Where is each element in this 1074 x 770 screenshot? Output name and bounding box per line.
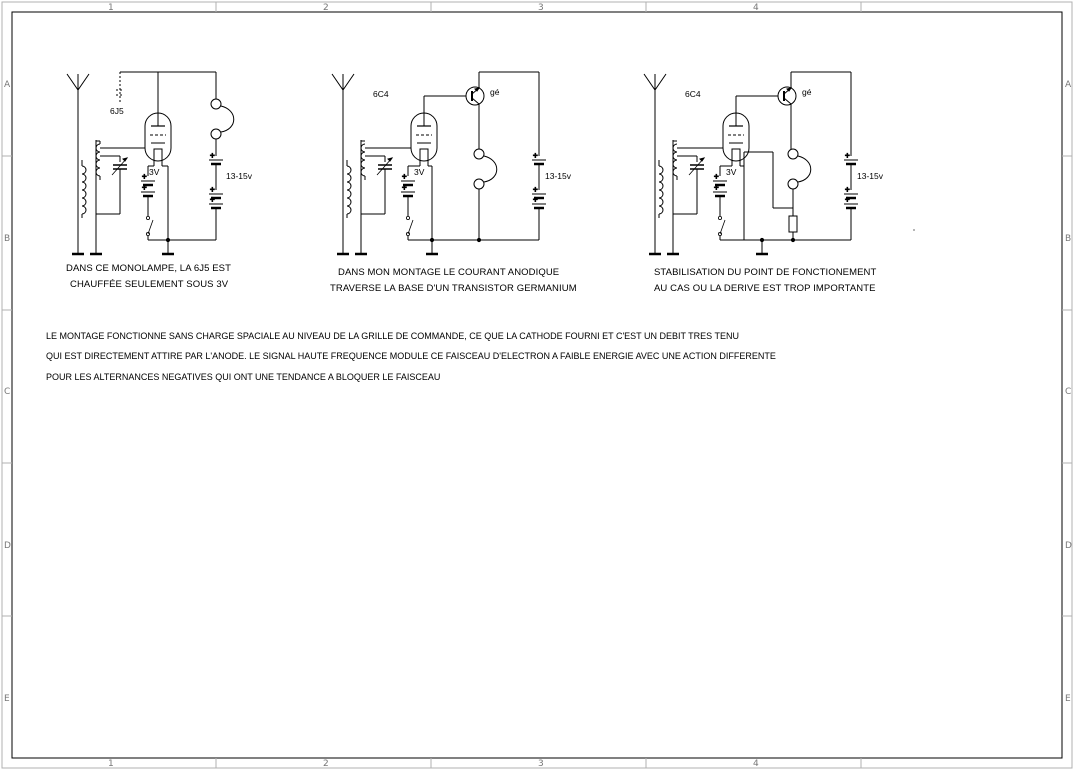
coil-icon xyxy=(672,143,678,177)
svg-text:D: D xyxy=(1065,541,1072,551)
antenna-icon xyxy=(643,73,667,91)
note-line-2: QUI EST DIRECTEMENT ATTIRE PAR L'ANODE. … xyxy=(46,351,776,361)
supply-label: 13-15v xyxy=(857,171,884,181)
antenna-icon xyxy=(66,73,90,91)
switch-icon xyxy=(717,215,726,237)
lamp-icon xyxy=(210,98,235,140)
svg-text:1: 1 xyxy=(108,759,114,769)
svg-text:D: D xyxy=(4,541,11,551)
coil-icon xyxy=(346,165,352,215)
switch-icon xyxy=(145,215,154,237)
supply-label: 13-15v xyxy=(226,171,253,181)
coil-icon xyxy=(81,165,87,215)
transistor-label: gé xyxy=(490,87,500,97)
transistor-icon xyxy=(777,86,797,106)
lamp-icon xyxy=(787,148,812,190)
svg-text:B: B xyxy=(1065,234,1071,244)
transistor-label: gé xyxy=(802,87,812,97)
svg-text:3: 3 xyxy=(538,3,544,13)
tube-label: 6J5 xyxy=(110,106,124,116)
filament-label: 3V xyxy=(414,167,425,177)
svg-text:2: 2 xyxy=(323,759,329,769)
frame-row-labels: A B C D E A B C D E xyxy=(4,80,1072,704)
vacuum-tube-icon xyxy=(410,112,438,162)
circuit-3-caption-line-1: STABILISATION DU POINT DE FONCTIONEMENT xyxy=(654,267,877,278)
circuit-3 xyxy=(643,71,860,256)
frame-column-labels: 1 2 3 4 1 2 3 4 xyxy=(108,3,759,769)
coil-icon xyxy=(360,143,366,177)
circuit-2 xyxy=(331,71,548,256)
circuit-1-caption-line-1: DANS CE MONOLAMPE, LA 6J5 EST xyxy=(66,263,231,274)
coil-icon xyxy=(95,143,101,177)
svg-text:2: 2 xyxy=(323,3,329,13)
resistor-icon xyxy=(788,215,798,233)
svg-text:1: 1 xyxy=(108,3,114,13)
circuit-2-caption-line-2: TRAVERSE LA BASE D'UN TRANSISTOR GERMANI… xyxy=(330,283,577,294)
tube-label: 6C4 xyxy=(373,89,389,99)
coil-icon xyxy=(658,165,664,215)
tube-label: 6C4 xyxy=(685,89,701,99)
stray-dot xyxy=(913,229,915,231)
note-line-3: POUR LES ALTERNANCES NEGATIVES QUI ONT U… xyxy=(46,372,441,382)
svg-text:4: 4 xyxy=(753,759,759,769)
svg-text:4: 4 xyxy=(753,3,759,13)
svg-text:B: B xyxy=(4,234,10,244)
note-line-1: LE MONTAGE FONCTIONNE SANS CHARGE SPACIA… xyxy=(46,331,740,341)
circuit-1 xyxy=(66,71,235,256)
circuit-2-caption-line-1: DANS MON MONTAGE LE COURANT ANODIQUE xyxy=(338,267,560,278)
antenna-icon xyxy=(331,73,355,91)
switch-icon xyxy=(405,215,414,237)
circuit-3-caption-line-2: AU CAS OU LA DERIVE EST TROP IMPORTANTE xyxy=(654,283,876,294)
circuit-1-caption-line-2: CHAUFFÉE SEULEMENT SOUS 3V xyxy=(70,279,229,290)
svg-text:C: C xyxy=(1065,387,1071,397)
svg-text:A: A xyxy=(4,80,11,90)
vacuum-tube-icon xyxy=(722,112,750,162)
vacuum-tube-icon xyxy=(144,112,172,162)
svg-text:C: C xyxy=(4,387,10,397)
svg-text:3: 3 xyxy=(538,759,544,769)
supply-label: 13-15v xyxy=(545,171,572,181)
svg-text:E: E xyxy=(4,694,10,704)
transistor-icon xyxy=(465,86,485,106)
filament-label: 3V xyxy=(149,167,160,177)
svg-text:E: E xyxy=(1065,694,1071,704)
filament-label: 3V xyxy=(726,167,737,177)
lamp-icon xyxy=(473,148,498,190)
svg-text:A: A xyxy=(1065,80,1072,90)
